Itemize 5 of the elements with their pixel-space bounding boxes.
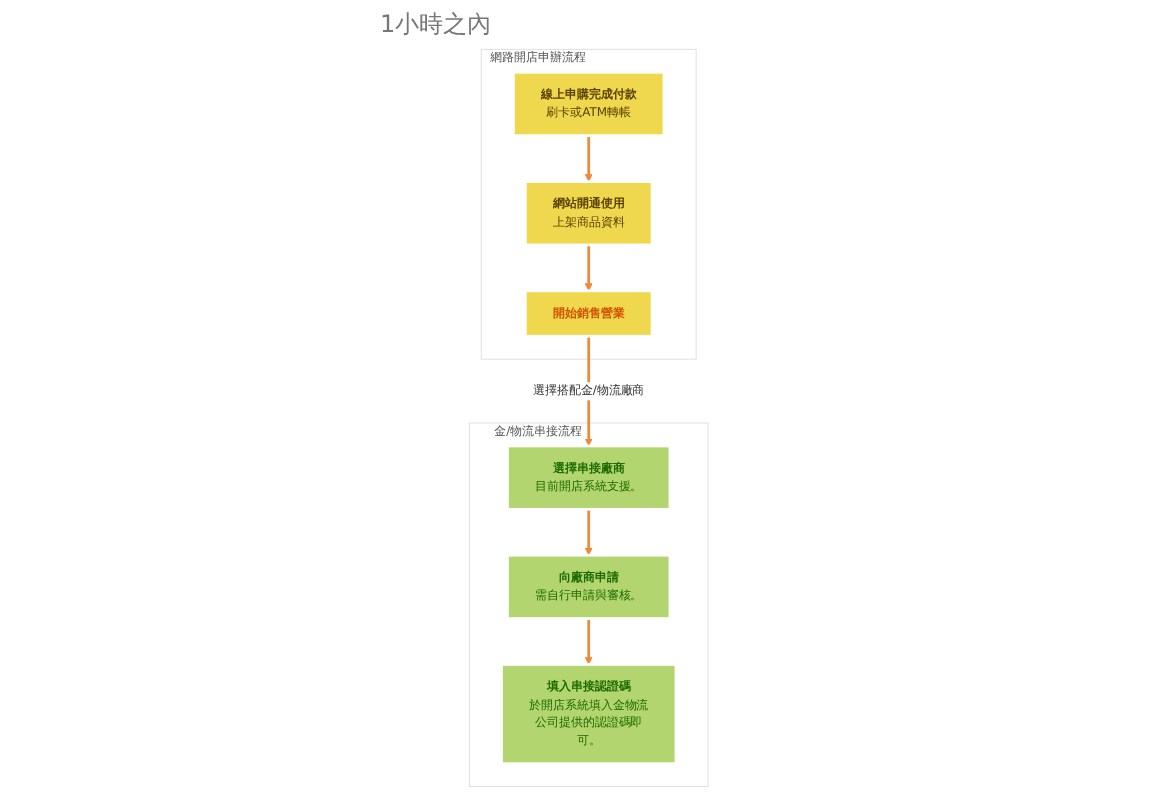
arrow: [583, 509, 592, 556]
arrow: [583, 135, 592, 182]
arrow: [583, 618, 592, 665]
arrow: [583, 244, 592, 292]
note-text: 1小時之內: [380, 10, 492, 38]
